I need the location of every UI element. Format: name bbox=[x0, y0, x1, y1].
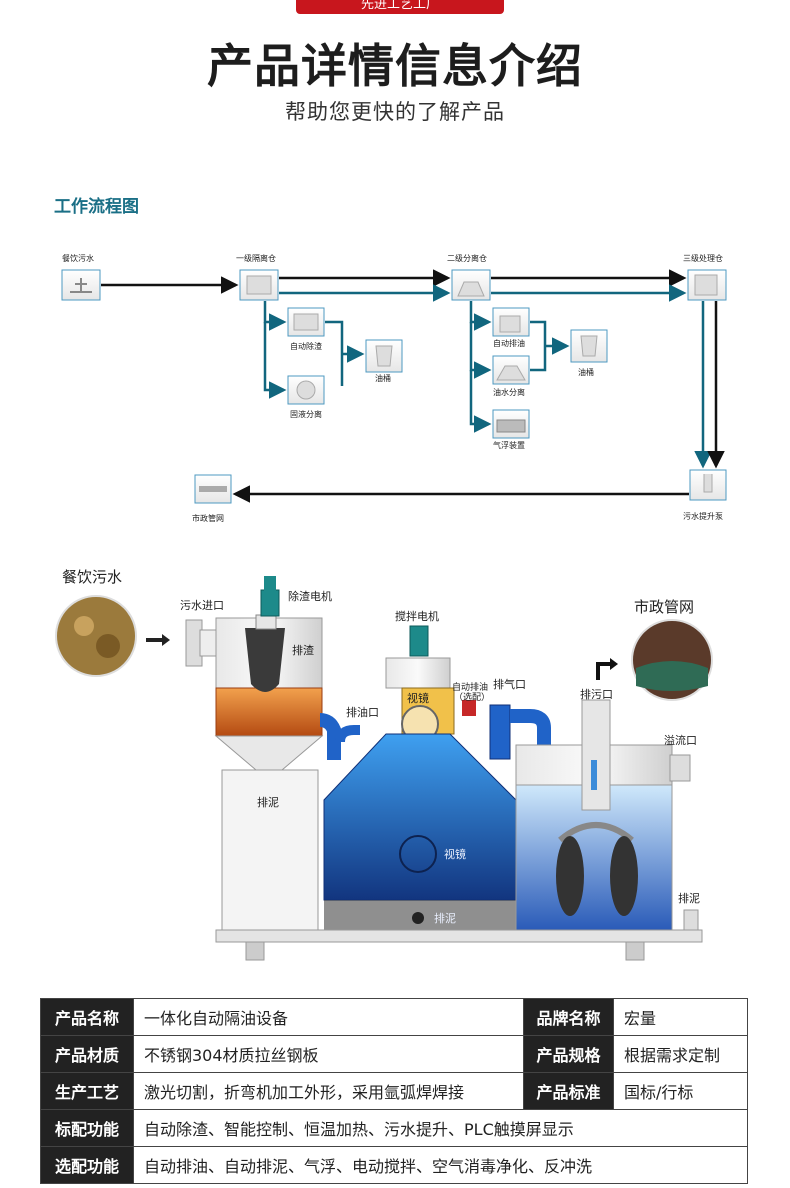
page-title: 产品详情信息介绍 bbox=[207, 39, 583, 93]
table-row: 产品材质 不锈钢304材质拉丝钢板 产品规格 根据需求定制 bbox=[40, 1035, 748, 1073]
svg-text:自动排油: 自动排油 bbox=[493, 338, 525, 348]
table-row: 标配功能 自动除渣、智能控制、恒温加热、污水提升、PLC触摸屏显示 bbox=[40, 1109, 748, 1147]
process-flowchart: 餐饮污水 一级隔离仓 二级分离仓 三级处理仓 自动除渣 固液分离 油桶 自动排油 bbox=[61, 253, 727, 523]
node-auto-slag: 自动除渣 bbox=[287, 307, 325, 351]
spec-value: 自动排油、自动排泥、气浮、电动搅拌、空气消毒净化、反冲洗 bbox=[133, 1146, 748, 1184]
svg-text:自动除渣: 自动除渣 bbox=[290, 341, 322, 351]
label-mud-left: 排泥 bbox=[257, 795, 279, 809]
equipment-illustration: 餐饮污水 市政管网 bbox=[55, 568, 713, 961]
label-mix-motor: 搅拌电机 bbox=[395, 609, 439, 623]
svg-text:三级处理仓: 三级处理仓 bbox=[683, 253, 723, 263]
outlet-arrow-icon bbox=[596, 662, 612, 680]
slag-tank bbox=[185, 576, 341, 931]
node-oil-bucket-2: 油桶 bbox=[570, 329, 608, 377]
spec-key: 产品材质 bbox=[40, 1035, 134, 1073]
spec-value: 根据需求定制 bbox=[613, 1035, 748, 1073]
node-oil-water: 油水分离 bbox=[492, 355, 530, 397]
municipal-label: 市政管网 bbox=[634, 598, 694, 616]
label-auto-oil: 自动排油 bbox=[452, 681, 488, 693]
label-vent: 排气口 bbox=[493, 677, 526, 691]
node-air-float: 气浮装置 bbox=[492, 409, 530, 450]
spec-key: 生产工艺 bbox=[40, 1072, 134, 1110]
svg-text:餐饮污水: 餐饮污水 bbox=[62, 253, 94, 263]
node-kitchen-wastewater: 餐饮污水 bbox=[61, 253, 101, 301]
node-stage2: 二级分离仓 bbox=[447, 253, 491, 301]
label-auto-oil-optional: （选配） bbox=[454, 691, 490, 703]
spec-key: 产品名称 bbox=[40, 998, 134, 1036]
label-overflow: 溢流口 bbox=[664, 733, 697, 747]
label-mud-right: 排泥 bbox=[678, 891, 700, 905]
svg-text:市政管网: 市政管网 bbox=[192, 513, 224, 523]
label-slag-out: 排渣 bbox=[292, 643, 314, 657]
spec-key: 产品标准 bbox=[523, 1072, 614, 1110]
label-sight-glass-top: 视镜 bbox=[407, 691, 429, 705]
svg-text:气浮装置: 气浮装置 bbox=[493, 440, 525, 450]
label-oil-out: 排油口 bbox=[346, 705, 379, 719]
table-row: 产品名称 一体化自动隔油设备 品牌名称 宏量 bbox=[40, 998, 748, 1036]
svg-text:二级分离仓: 二级分离仓 bbox=[447, 253, 487, 263]
table-row: 选配功能 自动排油、自动排泥、气浮、电动搅拌、空气消毒净化、反冲洗 bbox=[40, 1146, 748, 1184]
svg-text:油水分离: 油水分离 bbox=[493, 387, 525, 397]
svg-text:一级隔离仓: 一级隔离仓 bbox=[236, 253, 276, 263]
node-municipal: 市政管网 bbox=[192, 474, 232, 523]
table-row: 生产工艺 激光切割，折弯机加工外形，采用氩弧焊焊接 产品标准 国标/行标 bbox=[40, 1072, 748, 1110]
spec-value: 一体化自动隔油设备 bbox=[133, 998, 524, 1036]
page-subtitle: 帮助您更快的了解产品 bbox=[285, 100, 505, 124]
spec-value: 宏量 bbox=[613, 998, 748, 1036]
equipment-base bbox=[215, 929, 703, 943]
node-oil-bucket-1: 油桶 bbox=[365, 339, 403, 383]
flowchart-title: 工作流程图 bbox=[54, 197, 139, 217]
spec-key: 品牌名称 bbox=[523, 998, 614, 1036]
flow-arrows bbox=[101, 269, 725, 503]
svg-text:固液分离: 固液分离 bbox=[290, 409, 322, 419]
separation-tank bbox=[323, 625, 551, 930]
spec-table: 产品名称 一体化自动隔油设备 品牌名称 宏量 产品材质 不锈钢304材质拉丝钢板… bbox=[40, 998, 748, 1184]
spec-key: 选配功能 bbox=[40, 1146, 134, 1184]
lift-tank bbox=[515, 699, 699, 931]
spec-value: 不锈钢304材质拉丝钢板 bbox=[133, 1035, 524, 1073]
node-lift-pump: 污水提升泵 bbox=[683, 469, 727, 521]
spec-key: 产品规格 bbox=[523, 1035, 614, 1073]
top-banner: 先进工艺工厂 bbox=[296, 0, 504, 14]
node-solid-liquid: 固液分离 bbox=[287, 375, 325, 419]
label-inlet: 污水进口 bbox=[180, 599, 224, 612]
node-stage3: 三级处理仓 bbox=[683, 253, 727, 301]
svg-text:污水提升泵: 污水提升泵 bbox=[683, 511, 723, 521]
label-mud-mid: 排泥 bbox=[434, 911, 456, 925]
kitchen-wastewater-label: 餐饮污水 bbox=[62, 568, 122, 586]
spec-value: 激光切割，折弯机加工外形，采用氩弧焊焊接 bbox=[133, 1072, 524, 1110]
spec-key: 标配功能 bbox=[40, 1109, 134, 1147]
spec-value: 自动除渣、智能控制、恒温加热、污水提升、PLC触摸屏显示 bbox=[133, 1109, 748, 1147]
node-auto-oil: 自动排油 bbox=[492, 307, 530, 348]
label-slag-motor: 除渣电机 bbox=[288, 589, 332, 603]
svg-text:油桶: 油桶 bbox=[375, 373, 391, 383]
spec-value: 国标/行标 bbox=[613, 1072, 748, 1110]
node-stage1: 一级隔离仓 bbox=[236, 253, 279, 301]
label-sight-glass-mid: 视镜 bbox=[444, 847, 466, 861]
label-sewage-out: 排污口 bbox=[580, 687, 613, 701]
kitchen-wastewater-photo bbox=[55, 595, 137, 677]
svg-text:油桶: 油桶 bbox=[578, 367, 594, 377]
